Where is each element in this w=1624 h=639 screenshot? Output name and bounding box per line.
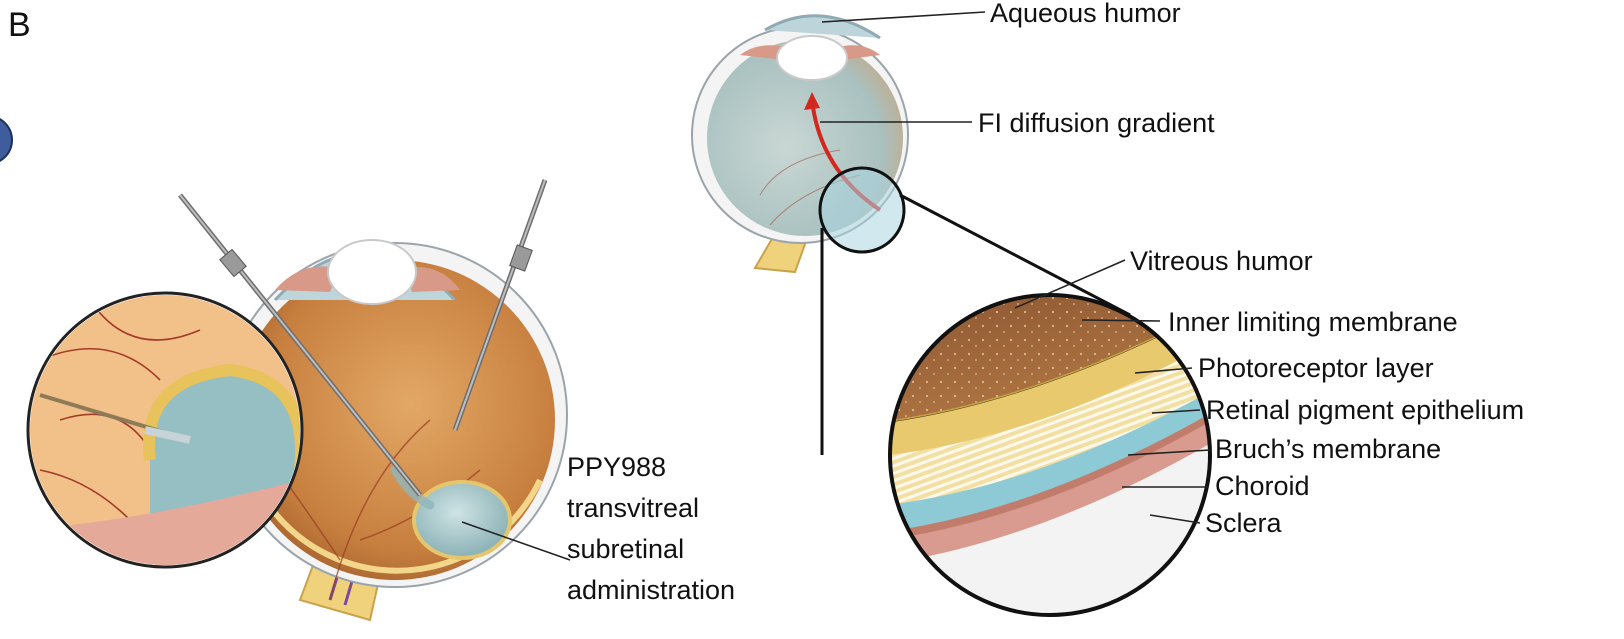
- lens: [328, 240, 416, 304]
- label-vitreous-humor: Vitreous humor: [1130, 246, 1313, 276]
- label-inner-limiting-membrane: Inner limiting membrane: [1168, 307, 1458, 337]
- annotation-line-3: subretinal: [567, 534, 684, 564]
- subretinal-bleb: [414, 482, 510, 558]
- annotation-line-2: transvitreal: [567, 493, 699, 523]
- label-photoreceptor-layer: Photoreceptor layer: [1198, 353, 1434, 383]
- right-eye-illustration: [692, 16, 908, 272]
- label-sclera: Sclera: [1205, 508, 1283, 538]
- label-diffusion-gradient: FI diffusion gradient: [978, 108, 1215, 138]
- panel-letter: B: [8, 6, 31, 44]
- label-aqueous-humor: Aqueous humor: [990, 0, 1181, 28]
- annotation-line-4: administration: [567, 575, 735, 605]
- annotation-line-1: PPY988: [567, 452, 666, 482]
- retinal-layers-inset: [870, 290, 1230, 639]
- partial-marker-circle: [0, 116, 12, 164]
- label-choroid: Choroid: [1215, 471, 1310, 501]
- label-bruchs-membrane: Bruch’s membrane: [1215, 434, 1441, 464]
- top-lens: [777, 36, 847, 80]
- label-rpe: Retinal pigment epithelium: [1206, 395, 1524, 425]
- zoom-source-circle: [820, 168, 904, 252]
